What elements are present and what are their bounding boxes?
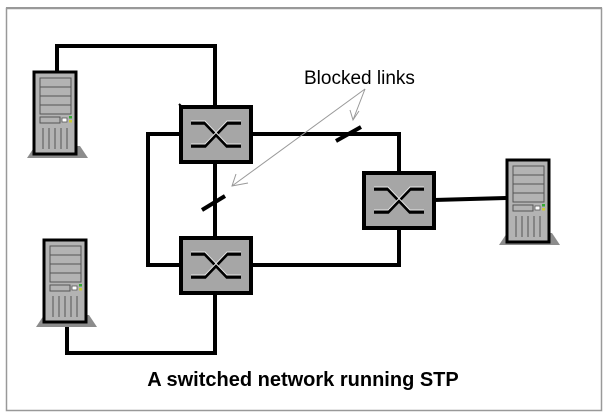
server-bottom-left[interactable] — [36, 238, 97, 327]
links — [55, 44, 507, 355]
server-icon — [32, 70, 78, 156]
server-top-left[interactable] — [27, 70, 88, 158]
link-switch-top-to-switch-right — [250, 132, 401, 173]
switch-right[interactable] — [362, 171, 436, 230]
blocked-marker-vertical — [200, 194, 227, 212]
blocked-marker-horizontal — [335, 125, 362, 143]
server-right[interactable] — [499, 158, 560, 245]
server-icon — [42, 238, 88, 324]
annotation-blocked-links: Blocked links — [304, 68, 415, 89]
annotation-arrows — [231, 88, 366, 187]
switch-bottom[interactable] — [179, 236, 253, 295]
link-switch-right-to-server-right — [433, 196, 507, 202]
link-server-bottom-left-to-switch-bottom — [65, 293, 217, 355]
server-icon — [505, 158, 551, 244]
switch-top[interactable] — [179, 105, 253, 164]
diagram-caption: A switched network running STP — [147, 369, 459, 391]
link-switch-bottom-to-switch-right — [250, 228, 401, 267]
link-switch-top-left-loop — [146, 132, 181, 267]
link-server-top-left-to-switch-top — [55, 44, 217, 107]
